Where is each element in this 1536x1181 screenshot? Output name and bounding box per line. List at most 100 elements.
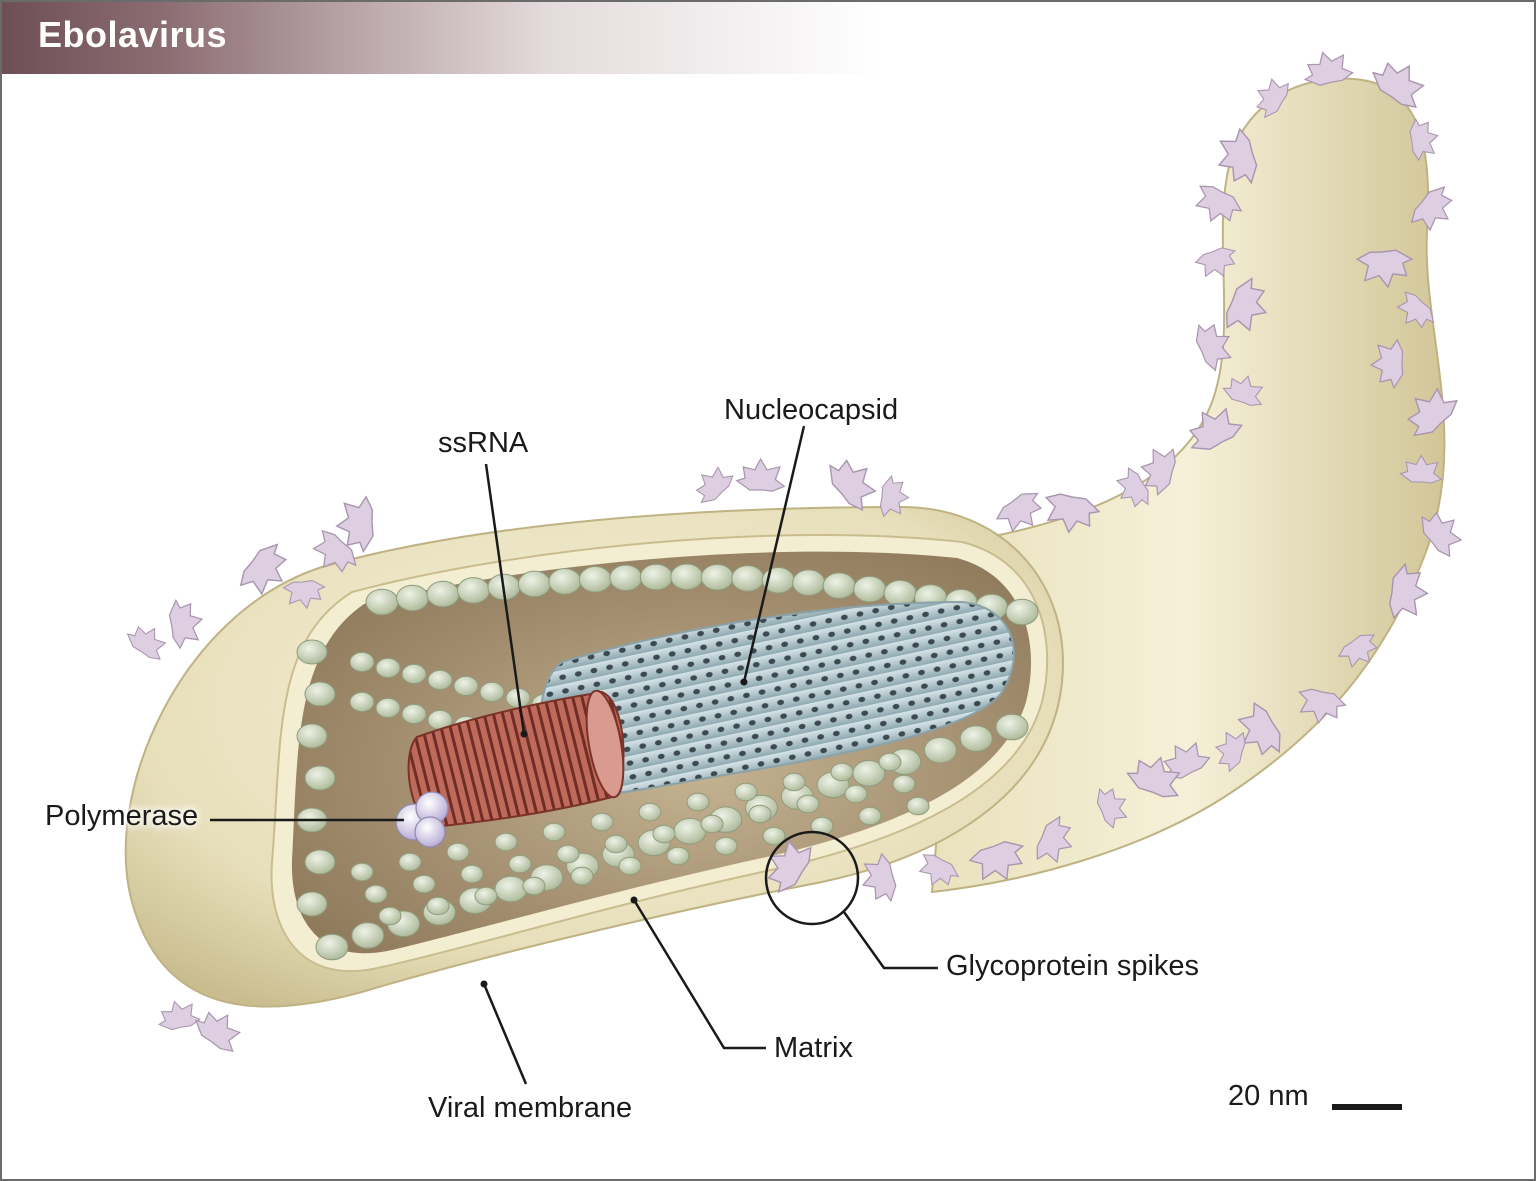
- label-nucleocapsid: Nucleocapsid: [724, 394, 899, 426]
- matrix-bead: [638, 802, 662, 822]
- matrix-bead: [426, 580, 460, 608]
- matrix-bead: [398, 852, 422, 872]
- matrix-bead: [906, 796, 930, 816]
- glycoprotein-spike: [693, 463, 735, 509]
- matrix-bead: [375, 697, 401, 719]
- matrix-bead: [892, 774, 916, 794]
- matrix-bead: [666, 846, 690, 866]
- matrix-bead: [304, 765, 336, 791]
- matrix-bead: [412, 874, 436, 894]
- matrix-bead: [350, 862, 374, 882]
- matrix-bead: [700, 564, 734, 591]
- matrix-bead: [364, 884, 388, 904]
- glycoprotein-spike: [153, 992, 205, 1043]
- leader-dots: [480, 678, 748, 988]
- matrix-bead: [578, 566, 612, 593]
- matrix-bead: [609, 564, 643, 592]
- matrix-bead: [542, 822, 566, 842]
- label-glycoprotein-spikes: Glycoprotein spikes: [946, 950, 1200, 982]
- matrix-bead: [401, 663, 427, 685]
- matrix-bead: [878, 752, 902, 772]
- matrix-bead: [508, 854, 532, 874]
- matrix-bead: [479, 681, 505, 703]
- matrix-bead: [995, 713, 1029, 741]
- matrix-bead: [762, 826, 786, 846]
- leader-glycoprotein: [842, 911, 938, 970]
- matrix-bead: [883, 579, 917, 607]
- polymerase-shape: [395, 791, 449, 848]
- matrix-bead: [792, 569, 826, 596]
- matrix-bead: [714, 836, 738, 856]
- leader-viral-membrane: [482, 983, 528, 1085]
- matrix-bead: [446, 842, 470, 862]
- matrix-bead: [570, 866, 594, 886]
- matrix-bead: [460, 864, 484, 884]
- matrix-bead: [304, 681, 336, 707]
- matrix-bead: [315, 933, 349, 961]
- matrix-bead: [456, 577, 490, 604]
- matrix-bead: [556, 844, 580, 864]
- matrix-bead: [395, 584, 429, 612]
- leader-ssrna: [484, 463, 526, 735]
- matrix-bead: [734, 782, 758, 802]
- matrix-bead: [959, 725, 993, 752]
- matrix-bead: [858, 806, 882, 826]
- matrix-bead: [670, 563, 704, 591]
- leader-nucleocapsid: [742, 425, 806, 683]
- matrix-bead: [923, 736, 957, 764]
- label-matrix: Matrix: [774, 1032, 853, 1064]
- ssrna-end: [585, 689, 625, 799]
- matrix-bead: [618, 856, 642, 876]
- figure-title: Ebolavirus: [38, 14, 228, 55]
- matrix-bead: [782, 772, 806, 792]
- matrix-bead: [830, 762, 854, 782]
- matrix-bead: [700, 814, 724, 834]
- matrix-bead: [365, 588, 399, 616]
- matrix-bead: [296, 723, 328, 749]
- scale-bar-label: 20 nm: [1228, 1080, 1309, 1112]
- matrix-bead: [453, 675, 479, 697]
- glycoprotein-spike: [127, 626, 166, 660]
- matrix-bead: [296, 639, 328, 665]
- matrix-bead: [494, 875, 528, 903]
- matrix-bead: [844, 784, 868, 804]
- matrix-bead: [822, 572, 856, 599]
- matrix-bead: [349, 651, 375, 673]
- matrix-bead: [731, 565, 765, 592]
- matrix-bead: [548, 568, 582, 595]
- scale-bar-line: [1332, 1104, 1402, 1110]
- glycoprotein-spike: [194, 1011, 241, 1052]
- label-viral-membrane: Viral membrane: [428, 1092, 633, 1124]
- matrix-bead: [639, 563, 673, 591]
- title-bar: Ebolavirus: [2, 2, 882, 74]
- matrix-bead: [517, 570, 551, 598]
- matrix-bead: [853, 575, 887, 603]
- matrix-bead: [796, 794, 820, 814]
- matrix-bead: [304, 849, 336, 875]
- matrix-bead: [686, 792, 710, 812]
- matrix-bead: [375, 657, 401, 679]
- matrix-bead: [748, 804, 772, 824]
- matrix-bead: [426, 896, 450, 916]
- matrix-proteins: [296, 563, 1039, 961]
- label-ssrna: ssRNA: [438, 427, 529, 459]
- matrix-bead: [401, 703, 427, 725]
- matrix-bead: [427, 669, 453, 691]
- matrix-bead: [351, 922, 385, 949]
- label-polymerase: Polymerase: [45, 800, 199, 832]
- matrix-bead: [810, 816, 834, 836]
- matrix-bead: [474, 886, 498, 906]
- matrix-bead: [652, 824, 676, 844]
- leader-matrix: [632, 899, 766, 1050]
- leader-lines: [210, 425, 938, 1085]
- matrix-bead: [378, 906, 402, 926]
- matrix-bead: [1005, 598, 1039, 626]
- matrix-bead: [522, 876, 546, 896]
- glycoprotein-spike: [820, 455, 882, 513]
- matrix-bead: [590, 812, 614, 832]
- matrix-bead: [604, 834, 628, 854]
- matrix-bead: [349, 691, 375, 713]
- spike-highlight-circle: [764, 830, 860, 926]
